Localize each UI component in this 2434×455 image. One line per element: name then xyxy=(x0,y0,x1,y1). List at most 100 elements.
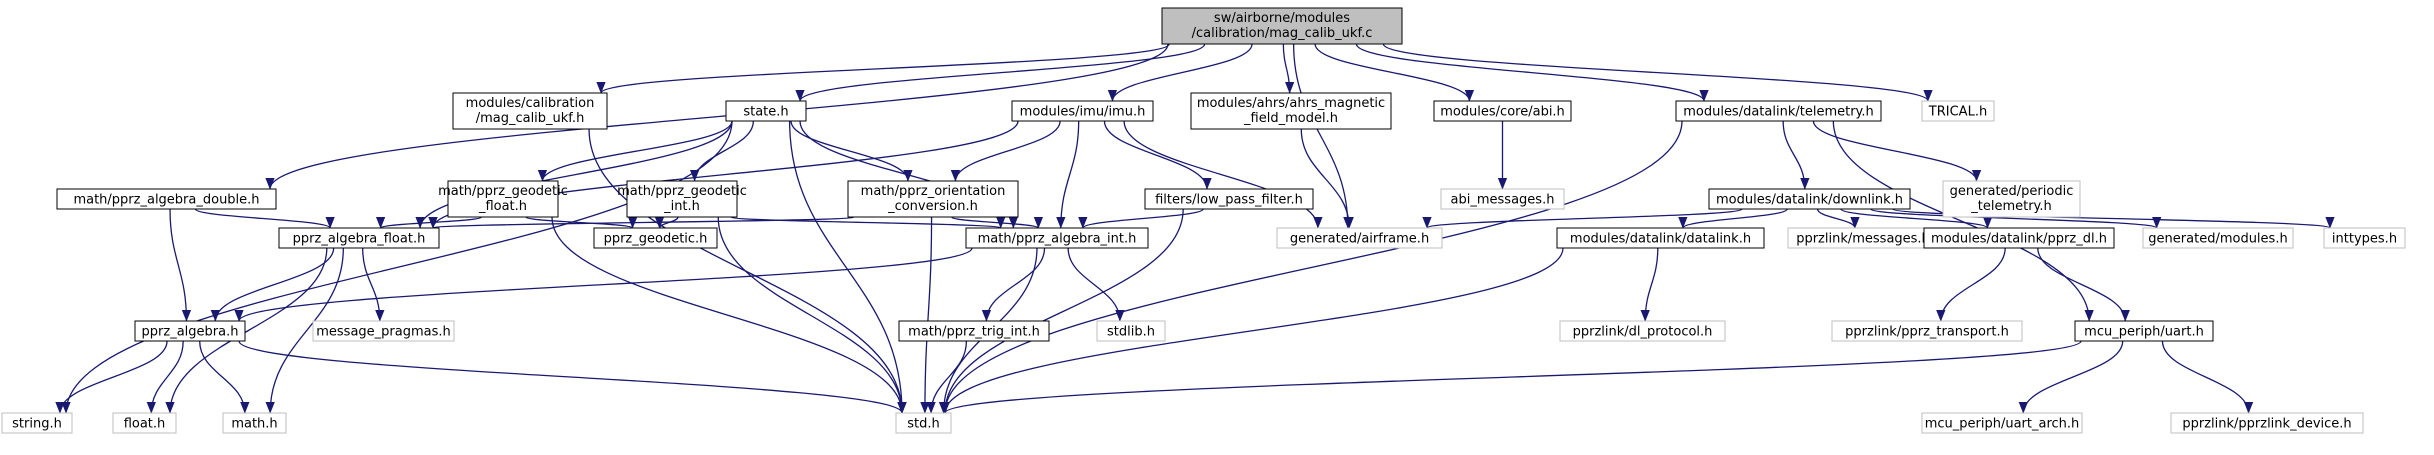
node-label: pprzlink/pprz_transport.h xyxy=(1845,325,2009,340)
node-string[interactable]: string.h xyxy=(1,412,73,434)
node-box xyxy=(1921,100,1995,122)
node-uart[interactable]: mcu_periph/uart.h xyxy=(2074,320,2214,342)
node-box xyxy=(1556,227,1765,249)
node-box xyxy=(1831,320,2023,342)
edge-root-to-abi xyxy=(1314,43,1475,102)
edge-datalink-to-dlproto xyxy=(1640,247,1659,322)
edge-downlink-to-genmodules xyxy=(1870,208,2162,229)
edge-uart-to-std xyxy=(940,340,2082,414)
node-downlink[interactable]: modules/datalink/downlink.h xyxy=(1708,188,1911,210)
node-label: /calibration/mag_calib_ukf.c xyxy=(1192,26,1373,41)
node-label: mcu_periph/uart_arch.h xyxy=(1925,417,2080,432)
node-geodetic[interactable]: pprz_geodetic.h xyxy=(593,227,718,249)
node-label: message_pragmas.h xyxy=(316,325,451,340)
edge-geofloat-to-std xyxy=(551,216,907,414)
node-airframe[interactable]: generated/airframe.h xyxy=(1276,227,1443,249)
node-trigint[interactable]: math/pprz_trig_int.h xyxy=(898,320,1050,342)
node-label: pprzlink/dl_protocol.h xyxy=(1573,325,1713,340)
node-imu[interactable]: modules/imu/imu.h xyxy=(1011,100,1154,122)
edge-paint-to-pa xyxy=(234,247,973,322)
node-abimsg[interactable]: abi_messages.h xyxy=(1440,188,1565,210)
node-box xyxy=(447,180,559,218)
node-label: pprz_algebra.h xyxy=(142,325,239,340)
node-stdlib[interactable]: stdlib.h xyxy=(1096,320,1166,342)
node-label: math/pprz_trig_int.h xyxy=(908,325,1040,340)
node-box xyxy=(56,188,277,210)
node-box xyxy=(1923,227,2115,249)
node-label: modules/datalink/pprz_dl.h xyxy=(1931,232,2107,247)
node-label: inttypes.h xyxy=(2332,232,2397,247)
node-state[interactable]: state.h xyxy=(725,100,807,122)
edge-telemetry-to-downlink xyxy=(1782,120,1810,190)
edge-ahrsmag-to-airframe xyxy=(1300,128,1354,229)
node-orient[interactable]: math/pprz_orientation_conversion.h xyxy=(847,180,1019,218)
node-label: modules/datalink/telemetry.h xyxy=(1683,105,1874,120)
node-label: generated/airframe.h xyxy=(1290,232,1429,247)
edge-imu-to-lowpass xyxy=(1103,120,1212,190)
node-lowpass[interactable]: filters/low_pass_filter.h xyxy=(1144,188,1314,210)
node-root[interactable]: sw/airborne/modules/calibration/mag_cali… xyxy=(1161,7,1403,45)
node-label: sw/airborne/modules xyxy=(1214,11,1350,26)
node-box xyxy=(1096,320,1166,342)
node-msgpragmas[interactable]: message_pragmas.h xyxy=(312,320,455,342)
node-box xyxy=(1708,188,1911,210)
node-pprzdevice[interactable]: pprzlink/pprzlink_device.h xyxy=(2170,412,2364,434)
node-magcalibh[interactable]: modules/calibration/mag_calib_ukf.h xyxy=(452,92,608,130)
node-label: pprzlink/pprzlink_device.h xyxy=(2182,417,2351,432)
node-padouble[interactable]: math/pprz_algebra_double.h xyxy=(56,188,277,210)
node-label: float.h xyxy=(124,417,166,432)
node-label: _conversion.h xyxy=(887,199,978,214)
node-datalink[interactable]: modules/datalink/datalink.h xyxy=(1556,227,1765,249)
node-geofloat[interactable]: math/pprz_geodetic_float.h xyxy=(438,180,568,218)
edge-root-to-trical xyxy=(1382,43,1933,102)
node-box xyxy=(1942,180,2081,218)
edge-pa-to-std xyxy=(238,340,907,414)
edge-pafloat-to-float xyxy=(165,247,328,414)
node-pprzdl[interactable]: modules/datalink/pprz_dl.h xyxy=(1923,227,2115,249)
node-label: modules/core/abi.h xyxy=(1440,105,1565,120)
node-label: generated/modules.h xyxy=(2148,232,2287,247)
edge-geoint-to-paint xyxy=(730,216,1005,229)
node-paint[interactable]: math/pprz_algebra_int.h xyxy=(965,227,1149,249)
node-float[interactable]: float.h xyxy=(112,412,177,434)
node-label: TRICAL.h xyxy=(1928,105,1987,120)
node-box xyxy=(1675,100,1882,122)
edge-downlink-to-pprzmsgs xyxy=(1816,208,1860,229)
edge-orient-to-pafloat xyxy=(429,216,855,229)
node-label: pprzlink/messages.h xyxy=(1796,232,1930,247)
node-label: _int.h xyxy=(663,199,700,214)
node-box xyxy=(1921,412,2083,434)
edge-paint-to-stdlib xyxy=(1067,247,1125,322)
node-box xyxy=(847,180,1019,218)
edge-datalink-to-std xyxy=(940,247,1564,414)
node-box xyxy=(1440,188,1565,210)
node-periodic[interactable]: generated/periodic_telemetry.h xyxy=(1942,180,2081,218)
node-label: std.h xyxy=(907,417,940,432)
node-inttypes[interactable]: inttypes.h xyxy=(2323,227,2406,249)
node-genmodules[interactable]: generated/modules.h xyxy=(2142,227,2294,249)
edge-state-to-geofloat xyxy=(537,120,733,182)
node-pa[interactable]: pprz_algebra.h xyxy=(134,320,246,342)
node-dlproto[interactable]: pprzlink/dl_protocol.h xyxy=(1559,320,1726,342)
edge-imu-to-paint xyxy=(1056,120,1080,229)
node-box xyxy=(626,180,738,218)
node-uartarch[interactable]: mcu_periph/uart_arch.h xyxy=(1921,412,2083,434)
node-abi[interactable]: modules/core/abi.h xyxy=(1433,100,1572,122)
node-geoint[interactable]: math/pprz_geodetic_int.h xyxy=(617,180,747,218)
edge-pafloat-to-pa xyxy=(210,247,335,322)
edge-pa-to-float xyxy=(146,340,184,414)
node-ahrsmag[interactable]: modules/ahrs/ahrs_magnetic_field_model.h xyxy=(1190,92,1392,130)
node-pprzmsgs[interactable]: pprzlink/messages.h xyxy=(1787,227,1939,249)
node-label: math/pprz_algebra_double.h xyxy=(73,193,259,208)
edge-orient-to-paint xyxy=(950,216,1043,229)
node-pafloat[interactable]: pprz_algebra_float.h xyxy=(278,227,440,249)
node-box xyxy=(134,320,246,342)
node-telemetry[interactable]: modules/datalink/telemetry.h xyxy=(1675,100,1882,122)
node-pprztransport[interactable]: pprzlink/pprz_transport.h xyxy=(1831,320,2023,342)
node-std[interactable]: std.h xyxy=(895,412,952,434)
node-label: modules/ahrs/ahrs_magnetic xyxy=(1197,96,1385,111)
node-trical[interactable]: TRICAL.h xyxy=(1921,100,1995,122)
node-label: modules/calibration xyxy=(466,96,595,111)
node-math[interactable]: math.h xyxy=(222,412,287,434)
node-box xyxy=(452,92,608,130)
